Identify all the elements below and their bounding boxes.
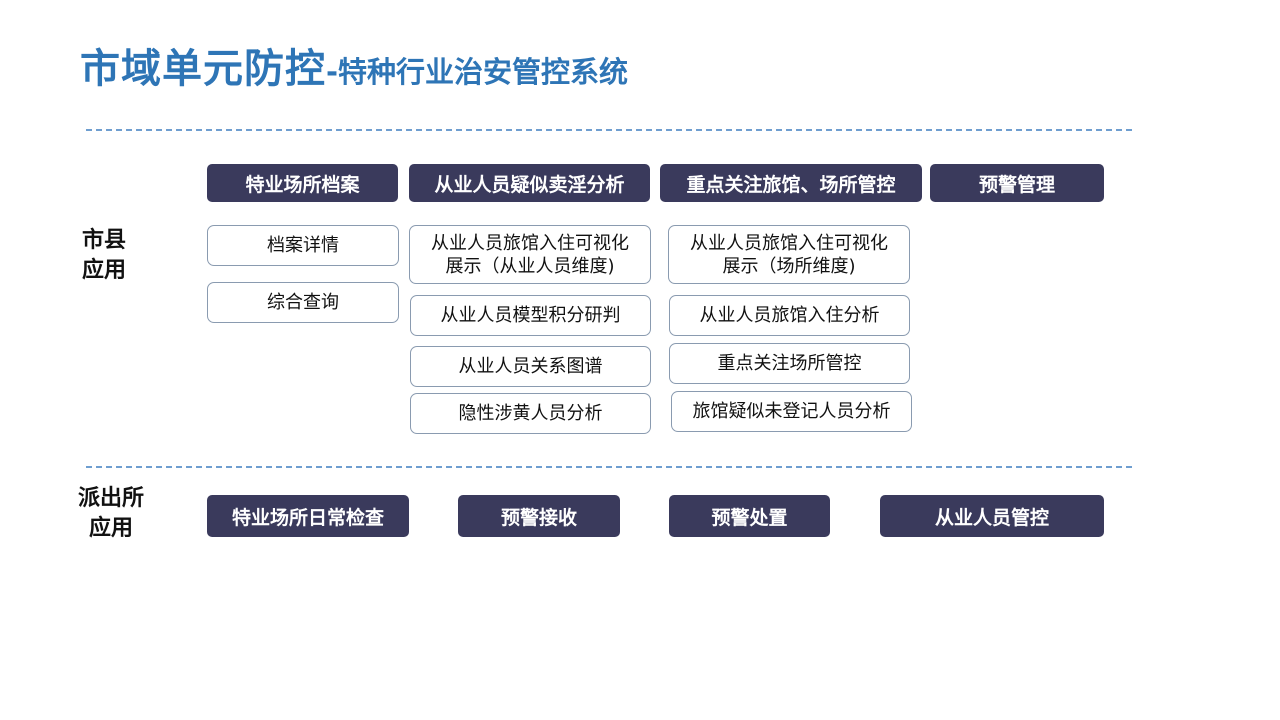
item-practitioner-visualization-line2: 展示（从业人员维度): [445, 255, 615, 277]
page-title-sub: -特种行业治安管控系统: [326, 55, 629, 89]
item-unregistered-analysis[interactable]: 旅馆疑似未登记人员分析: [671, 391, 912, 432]
item-practitioner-visualization-line1: 从业人员旅馆入住可视化: [431, 232, 629, 254]
item-key-venue-control[interactable]: 重点关注场所管控: [669, 343, 910, 384]
header-hotel-venue-control[interactable]: 重点关注旅馆、场所管控: [660, 164, 922, 202]
item-model-score[interactable]: 从业人员模型积分研判: [410, 295, 651, 336]
divider-middle: [86, 466, 1132, 468]
header-practitioner-analysis[interactable]: 从业人员疑似卖淫分析: [409, 164, 650, 202]
item-relation-graph[interactable]: 从业人员关系图谱: [410, 346, 651, 387]
item-comprehensive-query[interactable]: 综合查询: [207, 282, 399, 323]
item-hidden-analysis[interactable]: 隐性涉黄人员分析: [410, 393, 651, 434]
item-venue-visualization-line1: 从业人员旅馆入住可视化: [690, 232, 888, 254]
item-archive-detail[interactable]: 档案详情: [207, 225, 399, 266]
section-label-station-line1: 派出所: [78, 486, 145, 511]
button-daily-inspection[interactable]: 特业场所日常检查: [207, 495, 409, 537]
page-title: 市域单元防控-特种行业治安管控系统: [80, 36, 628, 94]
button-warning-handle[interactable]: 预警处置: [669, 495, 830, 537]
header-venue-archive[interactable]: 特业场所档案: [207, 164, 398, 202]
button-practitioner-control[interactable]: 从业人员管控: [880, 495, 1104, 537]
section-label-city: 市县 应用: [82, 226, 126, 286]
item-venue-visualization[interactable]: 从业人员旅馆入住可视化 展示（场所维度): [668, 225, 910, 284]
button-warning-receive[interactable]: 预警接收: [458, 495, 620, 537]
item-practitioner-visualization[interactable]: 从业人员旅馆入住可视化 展示（从业人员维度): [409, 225, 651, 284]
divider-top: [86, 129, 1132, 131]
section-label-city-line2: 应用: [82, 258, 127, 283]
page-title-main: 市域单元防控: [80, 46, 326, 92]
section-label-station: 派出所 应用: [78, 484, 144, 544]
section-label-station-line2: 应用: [89, 516, 134, 541]
item-venue-visualization-line2: 展示（场所维度): [722, 255, 856, 277]
item-hotel-stay-analysis[interactable]: 从业人员旅馆入住分析: [669, 295, 910, 336]
section-label-city-line1: 市县: [82, 228, 127, 253]
header-warning-management[interactable]: 预警管理: [930, 164, 1104, 202]
